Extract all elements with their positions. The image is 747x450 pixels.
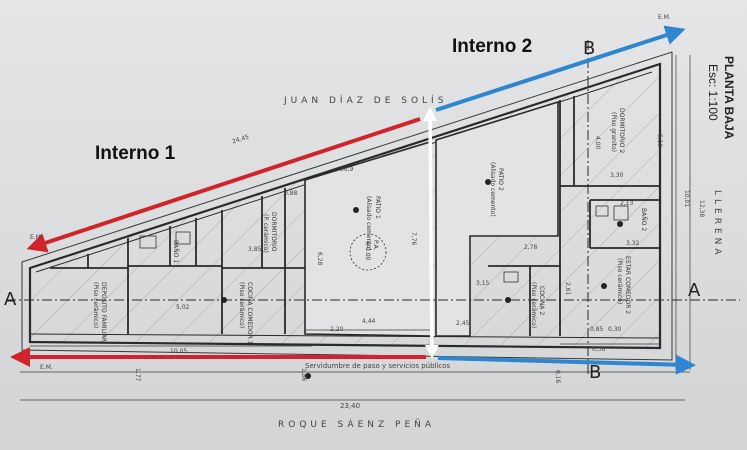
interno-2-label: Interno 2 [452, 36, 533, 57]
dim-1005: 10,05 [170, 348, 188, 355]
room-dormitorio-1-floor: (P. cerámico) [262, 214, 269, 253]
room-deposito: DEPOSITO FAMILIAR [100, 282, 107, 342]
dim-315: 3,15 [476, 280, 490, 287]
dim-177: 1,77 [134, 368, 141, 382]
section-b-top: B [583, 38, 596, 59]
dim-total: 23,40 [340, 402, 361, 410]
section-a-left: A [4, 289, 17, 310]
room-bano-2: BAÑO 2 [640, 208, 647, 232]
street-top: JUAN DÍAZ DE SOLÍS [284, 96, 448, 106]
title-block: PLANTA BAJA Esc: 1:100 [700, 56, 740, 176]
room-patio-2-floor: (Alisado cemento) [489, 162, 496, 217]
interno-2-top-arrow [435, 25, 686, 112]
dim-030: 0,30 [608, 326, 622, 333]
room-cocina-1-floor: (Piso cerámico) [238, 282, 245, 329]
inner-wall-bottom [29, 333, 661, 339]
interno-1-top-arrow [26, 117, 421, 253]
dim-510: 5,10 [656, 134, 663, 148]
dim-186: 1,86 [300, 368, 307, 382]
dim-628: 6,28 [316, 252, 323, 266]
dim-036: 0,36 [592, 346, 606, 353]
pa-label: P.A. [372, 240, 379, 251]
dim-245: 2,45 [456, 320, 470, 327]
dim-1001: 10,01 [683, 190, 690, 208]
title-planta: PLANTA BAJA [722, 56, 736, 140]
street-bottom: ROQUE SÁENZ PEÑA [278, 420, 436, 430]
room-dormitorio-1: DORMITORIO [270, 212, 277, 252]
room-cocina-2: COCINA 2 [538, 286, 545, 316]
room-bano-1: BAÑO 1 [172, 240, 179, 264]
dim-1238: 12,38 [698, 200, 705, 218]
dim-330: 3,30 [610, 172, 624, 179]
room-deposito-floor: (Piso cerámico) [92, 282, 99, 329]
lot-boundary [21, 51, 673, 361]
dim-278: 2,78 [524, 244, 538, 251]
em-marker-top: E.M. [658, 14, 671, 21]
dim-776: 7,76 [410, 232, 417, 246]
interno-1-label: Interno 1 [95, 143, 176, 164]
section-a-right: A [688, 280, 701, 301]
dim-261: 2,61 [564, 282, 571, 296]
dim-332: 3,32 [626, 240, 640, 247]
em-marker-left: E.M. [30, 234, 43, 241]
dim-088: 0,88 [284, 190, 298, 197]
servidumbre-label: Servidumbre de paso y servicios públicos [305, 362, 451, 370]
room-dormitorio-2-floor: (Piso granito) [610, 112, 617, 152]
dim-400: 4,00 [594, 136, 601, 150]
room-patio-1-floor: (Alisado cemento) [365, 196, 372, 251]
room-patio-1: PATIO 1 [374, 196, 381, 219]
dim-502: 5,02 [176, 304, 190, 311]
divider-arrow [423, 107, 439, 359]
level-markers [221, 179, 623, 379]
room-cocina-2-floor: (Piso cerámico) [530, 282, 537, 329]
dimension-lines [20, 55, 691, 401]
dim-569: 56,9 [340, 166, 354, 173]
dim-016: 0,16 [554, 370, 561, 384]
room-patio-2: PATIO 2 [497, 168, 504, 191]
pa-value: ±0.00 [364, 240, 371, 261]
interno-2-bottom-arrow [437, 354, 696, 375]
section-b-bottom: B [589, 362, 602, 383]
interior-walls [50, 96, 660, 336]
fixtures [139, 205, 629, 283]
dim-213: 2,13 [620, 200, 634, 207]
room-estar-comedor-2: ESTAR COMEDOR 2 [624, 256, 631, 315]
dim-385: 3,85 [248, 246, 262, 253]
room-cocina-comedor-1: COCINA COMEDOR 1 [246, 282, 253, 345]
title-escala: Esc: 1:100 [706, 64, 720, 121]
street-right: LLERENA [712, 190, 722, 259]
dim-444: 4,44 [362, 318, 376, 325]
em-marker-bottom: E.M. [40, 364, 53, 371]
room-estar-floor: (Piso cerámico) [616, 258, 623, 305]
room-dormitorio-2: DORMITORIO 2 [618, 108, 625, 154]
dim-220: 2,20 [330, 326, 344, 333]
section-lines [6, 40, 740, 376]
dim-085: 0,85 [590, 326, 604, 333]
